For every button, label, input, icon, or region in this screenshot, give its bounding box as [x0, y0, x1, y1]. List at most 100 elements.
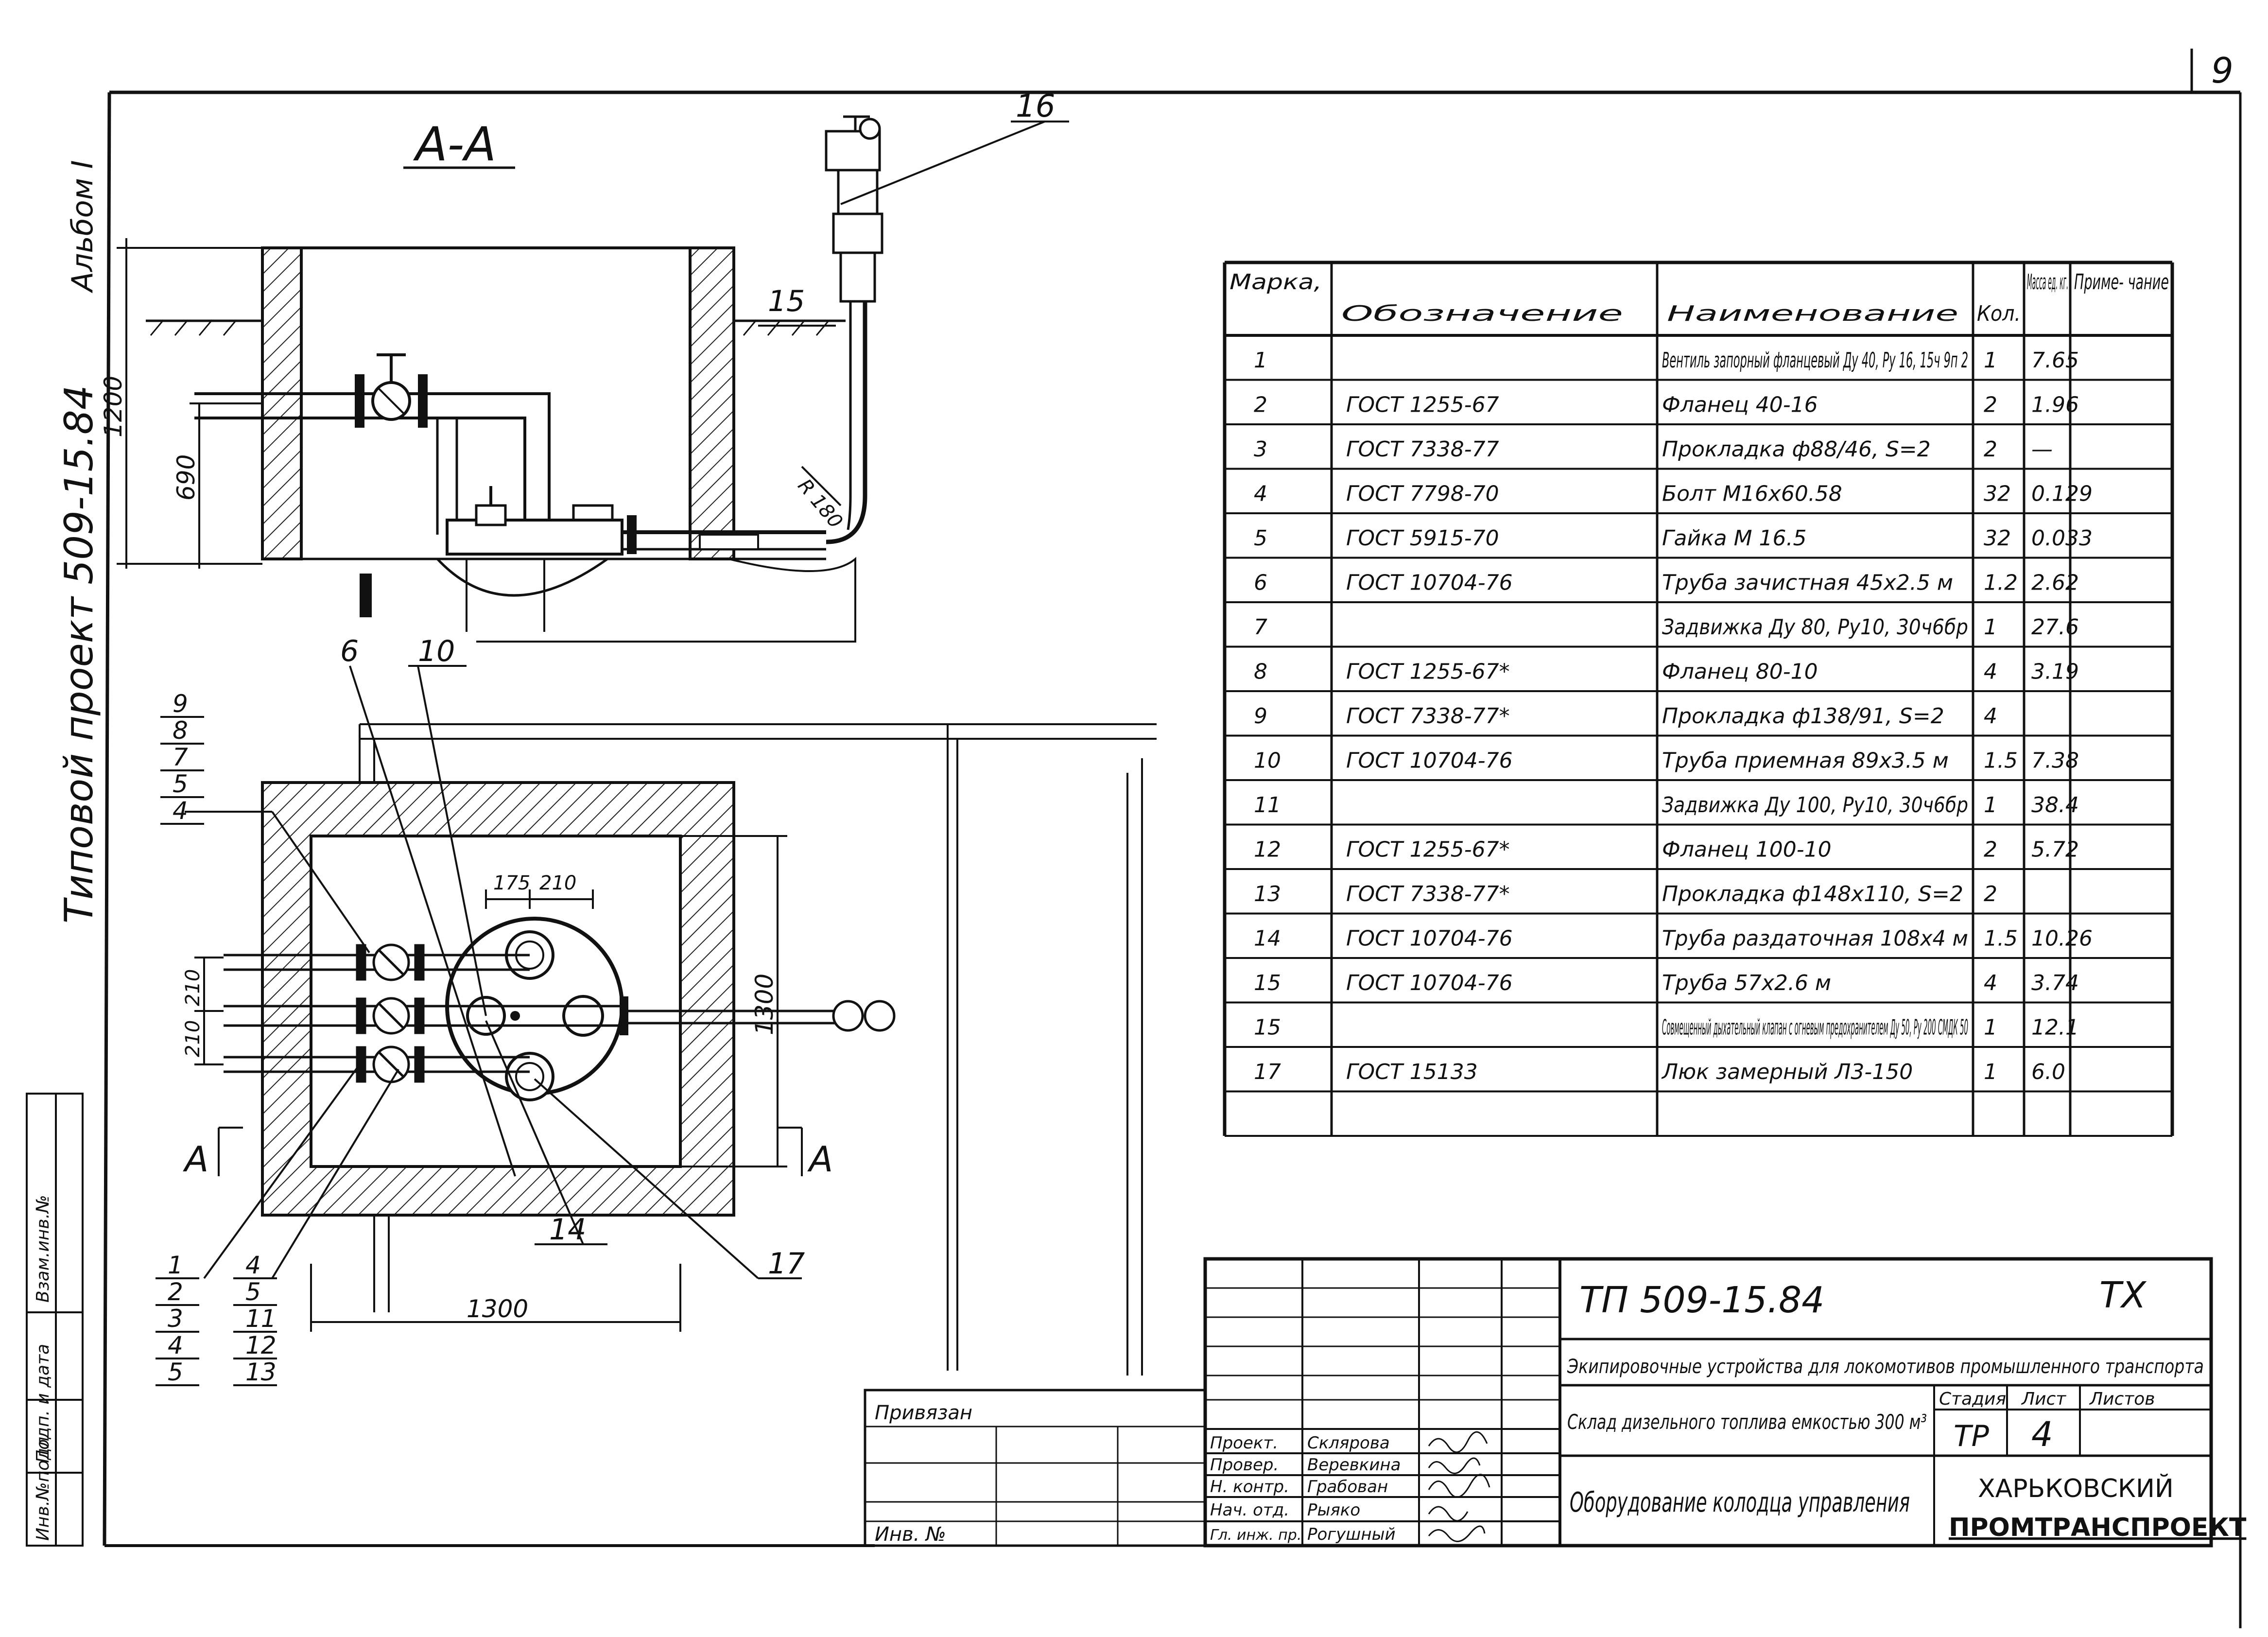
spec-designation: ГОСТ 1255-67* [1346, 837, 1510, 862]
album-label: Альбом I [66, 160, 100, 294]
spec-qty: 1.5 [1984, 926, 2018, 951]
spec-pos: 17 [1254, 1060, 1281, 1084]
dim-175: 175 [493, 872, 530, 894]
spec-mass: 3.74 [2031, 971, 2079, 995]
spec-mass: 3.19 [2031, 659, 2079, 684]
spec-mass: 2.62 [2031, 570, 2079, 595]
header-designation: Обозначение [1341, 301, 1623, 326]
spec-pos: 13 [1254, 882, 1281, 906]
spec-mass: 6.0 [2031, 1060, 2065, 1084]
spec-mass: 38.4 [2031, 793, 2079, 818]
spec-qty: 32 [1984, 481, 2011, 506]
spec-name: Труба раздаточная 108х4 м [1662, 926, 1968, 951]
spec-pos: 5 [1254, 526, 1267, 551]
drawing-code: ТП 509-15.84 [1579, 1279, 1824, 1321]
spec-designation: ГОСТ 7338-77 [1346, 437, 1499, 462]
spec-mass: 10.26 [2031, 926, 2093, 951]
discipline-code: ТХ [2099, 1274, 2147, 1316]
spec-qty: 1 [1984, 348, 1997, 373]
spec-qty: 2 [1984, 882, 1997, 906]
header-qty: Кол. [1977, 301, 2021, 326]
stack-b-2: 5 [245, 1278, 261, 1306]
role-3: Н. контр. [1210, 1477, 1289, 1497]
callout-stack-bottom-b: 4 5 11 12 13 [233, 1251, 277, 1386]
sheet-title: Оборудование колодца управления [1570, 1487, 1910, 1518]
spec-designation: ГОСТ 10704-76 [1346, 570, 1513, 595]
spec-mass: 27.6 [2031, 615, 2079, 640]
spec-name: Труба зачистная 45х2.5 м [1662, 570, 1953, 595]
stack-b-5: 13 [245, 1358, 277, 1386]
spec-pos: 2 [1254, 392, 1267, 417]
spec-name: Люк замерный Л3-150 [1661, 1060, 1913, 1084]
callout-16: 16 [1016, 88, 1055, 124]
stack-b-3: 11 [245, 1305, 277, 1333]
plan-view: 175 210 1300 1300 210 210 А А 6 10 14 17… [156, 634, 1157, 1386]
stack-top-1: 9 [173, 690, 188, 718]
stack-a-3: 3 [168, 1305, 183, 1333]
header-note: Приме- чание [2074, 270, 2169, 295]
spec-designation: ГОСТ 10704-76 [1346, 926, 1513, 951]
spec-pos: 4 [1254, 481, 1267, 506]
spec-name: Задвижка Ду 80, Ру10, 30ч6бр [1662, 615, 1968, 640]
sheets-label: Листов [2089, 1389, 2155, 1409]
role-5: Гл. инж. пр. [1210, 1527, 1301, 1544]
dim-210: 210 [539, 872, 576, 894]
signature-scribbles [1428, 1431, 1490, 1542]
spec-designation: ГОСТ 5915-70 [1346, 526, 1499, 551]
sheet-value: 4 [2031, 1414, 2053, 1454]
callout-stack-bottom-a: 1 2 3 4 5 [156, 1251, 199, 1386]
callout-17: 17 [768, 1247, 805, 1281]
sheet-number: 9 [2211, 50, 2233, 91]
stack-b-4: 12 [245, 1331, 277, 1359]
stack-top-4: 5 [173, 770, 188, 798]
spec-pos: 8 [1254, 659, 1267, 684]
name-3: Грабован [1307, 1477, 1388, 1497]
org-line-1: ХАРЬКОВСКИЙ [1978, 1474, 2174, 1503]
spec-pos: 14 [1254, 926, 1281, 951]
stack-b-1: 4 [245, 1251, 261, 1279]
spec-name: Фланец 40-16 [1662, 392, 1818, 417]
spec-qty: 1.2 [1984, 570, 2018, 595]
spec-mass: 7.65 [2031, 348, 2079, 373]
role-2: Провер. [1210, 1455, 1279, 1475]
section-title: А-А [413, 117, 496, 172]
spec-name: Труба 57х2.6 м [1662, 971, 1831, 995]
stack-top-3: 7 [173, 743, 188, 771]
stack-a-5: 5 [168, 1358, 183, 1386]
spec-qty: 2 [1984, 837, 1997, 862]
spec-pos: 10 [1254, 748, 1281, 773]
spec-name: Фланец 80-10 [1662, 659, 1818, 684]
spec-name: Гайка М 16.5 [1662, 526, 1807, 551]
spec-name: Болт М16х60.58 [1662, 481, 1842, 506]
spec-designation: ГОСТ 7798-70 [1346, 481, 1499, 506]
spec-qty: 4 [1984, 704, 1997, 729]
stage-label: Стадия [1939, 1389, 2006, 1409]
name-1: Склярова [1307, 1433, 1390, 1453]
spec-name: Труба приемная 89х3.5 м [1662, 748, 1949, 773]
title-block [864, 1257, 2213, 1548]
name-5: Рогушный [1307, 1525, 1396, 1544]
stack-a-1: 1 [168, 1251, 183, 1279]
callout-14: 14 [549, 1213, 586, 1247]
spec-qty: 4 [1984, 659, 1997, 684]
spec-name: Прокладка ф88/46, S=2 [1662, 437, 1931, 462]
spec-qty: 2 [1984, 392, 1997, 417]
stack-top-2: 8 [173, 716, 188, 745]
spec-name: Задвижка Ду 100, Ру10, 30ч6бр [1662, 793, 1968, 818]
spec-name: Прокладка ф138/91, S=2 [1662, 704, 1944, 729]
spec-pos: 15 [1254, 1015, 1281, 1040]
header-mass: Масса ед. кг. [2027, 270, 2068, 295]
stack-a-4: 4 [168, 1331, 183, 1359]
spec-qty: 1 [1984, 793, 1997, 818]
spec-qty: 4 [1984, 971, 1997, 995]
cut-mark-left: А [183, 1139, 208, 1180]
inv-label-1: Инв.№подл [33, 1437, 53, 1541]
project-title: Экипировочные устройства для локомотивов… [1567, 1356, 2204, 1378]
dim-210-b: 210 [182, 1020, 204, 1057]
plan-dims [185, 665, 803, 1332]
role-1: Проект. [1210, 1433, 1278, 1453]
binding-label: Привязан [875, 1402, 972, 1424]
sheet-frame [103, 49, 2242, 1628]
spec-designation: ГОСТ 10704-76 [1346, 971, 1513, 995]
